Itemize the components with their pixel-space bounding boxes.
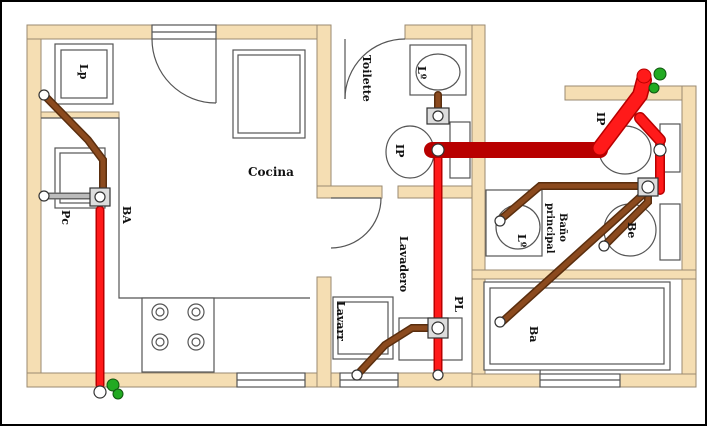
counters [41,24,671,388]
pipe-fittings [89,107,667,339]
bath-ip-label: IP [594,112,607,125]
branch-pipes [40,91,652,379]
bath-ba-label: Ba [527,326,540,342]
kitchen-pc-label: Pc [59,210,72,225]
kitchen-label: Cocina [248,165,294,179]
bathroom-label-line1: Baño [557,213,568,242]
kitchen-sink-label: Lp [77,64,90,80]
toilet-ip-label: IP [393,144,406,157]
bath-be-label: Be [625,222,638,238]
laundry-pl-label: PL [452,296,465,312]
bathroom-label-line2: principal [544,203,555,254]
stove-burners [151,303,205,351]
pipe-endpoints [38,89,610,399]
toilet-lo-label: Lº [415,66,428,80]
appliances [54,43,681,361]
kitchen-ba-label: BA [120,206,133,224]
washer-label: Lavarr [334,301,347,341]
walls [26,24,697,388]
vent-caps [106,67,667,400]
laundry-label: Lavadero [397,236,410,292]
toilet-room-label: Toilette [360,55,373,102]
bath-lo-label: Lº [515,234,528,248]
